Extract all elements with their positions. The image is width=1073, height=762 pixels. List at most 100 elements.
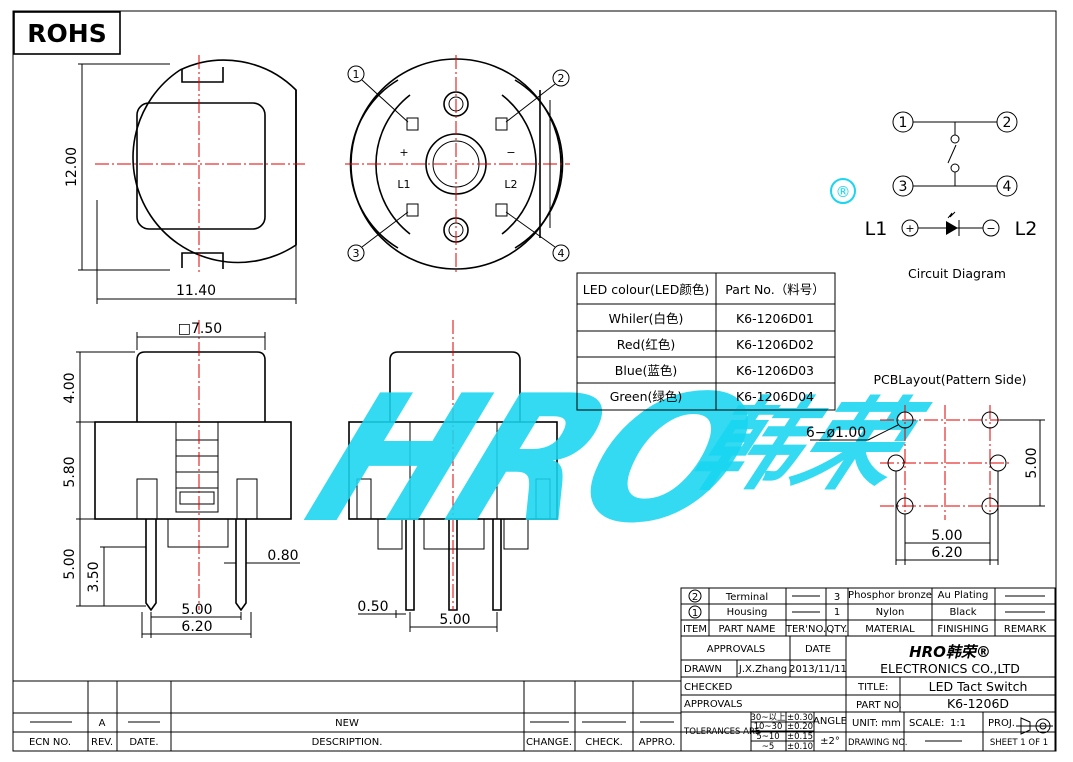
tb-drawn-date: 2013/11/11 (789, 664, 847, 675)
colour-row-4-part: K6-1206D04 (736, 389, 814, 404)
circuit-l2: L2 (1015, 218, 1038, 240)
bom-material-housing: Nylon (876, 607, 905, 618)
dim-0-80: 0.80 (267, 548, 298, 564)
tb-title-label: TITLE: (857, 682, 888, 693)
tb-checked: CHECKED (684, 682, 733, 693)
watermark-brand: HRO (283, 358, 778, 562)
dim-5-00-a: 5.00 (181, 602, 212, 618)
dim-6-20-a: 6.20 (181, 619, 212, 635)
tb-proj: PROJ. (988, 718, 1015, 729)
tb-tol-range-1: 30~以上 (751, 713, 786, 723)
colour-row-3: Blue(蓝色) (615, 363, 677, 378)
bom-h-part: PART NAME (718, 624, 775, 635)
bom-h-item: ITEM (683, 624, 707, 635)
bom-h-qty: QTY. (826, 624, 847, 635)
watermark-reg: ® (836, 183, 851, 201)
colour-table-header-colour: LED colour(LED颜色) (583, 282, 709, 297)
rohs-label: ROHS (27, 19, 106, 48)
tb-angle: ANGLE (813, 716, 847, 727)
tb-date: DATE (805, 644, 831, 655)
bom-part-terminal: Terminal (725, 592, 768, 603)
led-l2-label: L2 (504, 178, 517, 191)
tb-tol-range-3: 5~10 (756, 732, 779, 742)
colour-row-1-part: K6-1206D01 (736, 311, 814, 326)
colour-table-header-partno: Part No.（料号） (725, 282, 824, 297)
dim-width-11-40: 11.40 (176, 283, 216, 299)
rev-h-description: DESCRIPTION. (312, 737, 383, 748)
led-plus: + (399, 146, 408, 159)
colour-row-2: Red(红色) (617, 337, 676, 352)
tb-drawing-no: DRAWING NO. (848, 738, 907, 748)
rev-h-check: CHECK. (585, 737, 623, 748)
side-view-left: □7.50 4.00 5.80 5.00 3.50 0.80 5.00 6.20 (62, 320, 300, 638)
tb-angle-val: ±2° (820, 736, 840, 747)
bom-h-finishing: FINISHING (937, 624, 988, 635)
tb-company-logo: HRO韩荣® (909, 643, 991, 661)
top-view-left: 12.00 11.40 (64, 55, 305, 304)
led-minus: − (506, 146, 515, 159)
tb-tol-val-3: ±0.15 (787, 732, 813, 742)
colour-row-1: Whiler(白色) (609, 311, 684, 326)
bom-qty-terminal: 3 (834, 592, 840, 603)
bom-h-remark: REMARK (1004, 624, 1047, 635)
rev-h-appro: APPRO. (639, 737, 676, 748)
callout-4: 4 (558, 247, 565, 260)
bom-finish-terminal: Au Plating (938, 590, 989, 601)
bom-qty-housing: 1 (834, 607, 840, 618)
rev-h-ecn: ECN NO. (29, 737, 71, 748)
tb-partno: K6-1206D (947, 696, 1009, 711)
rev-h-date: DATE. (129, 737, 158, 748)
tb-title: LED Tact Switch (929, 679, 1028, 694)
bom-part-housing: Housing (727, 607, 768, 618)
pcb-hole-dim: 6−ø1.00 (806, 425, 866, 441)
colour-row-2-part: K6-1206D02 (736, 337, 814, 352)
side-view-right: 0.50 5.00 (348, 320, 558, 632)
bom-item-2: 2 (692, 592, 698, 603)
callout-1: 1 (353, 68, 360, 81)
circuit-node-3: 3 (899, 179, 908, 195)
tb-tol-val-4: ±0.10 (787, 742, 813, 752)
tb-tol-range-2: 10~30 (754, 722, 783, 732)
led-colour-table: LED colour(LED颜色) Part No.（料号） Whiler(白色… (576, 272, 836, 411)
top-view-right: + − L1 L2 1 2 3 4 (345, 55, 570, 275)
tb-sheet: SHEET 1 OF 1 (990, 738, 1048, 748)
tb-approvals-2: APPROVALS (684, 699, 743, 710)
circuit-node-1: 1 (899, 115, 908, 131)
circuit-title: Circuit Diagram (908, 266, 1006, 281)
tb-company: ELECTRONICS CO.,LTD (880, 661, 1020, 676)
svg-text:−: − (986, 222, 995, 235)
circuit-node-4: 4 (1003, 179, 1012, 195)
title-block: APPROVALS DATE DRAWN J.X.Zhang 2013/11/1… (680, 635, 1056, 752)
dim-0-50: 0.50 (357, 599, 388, 615)
pcb-title: PCBLayout(Pattern Side) (873, 372, 1026, 387)
pcb-layout: PCBLayout(Pattern Side) 6−ø1.00 5.00 5.0… (806, 372, 1045, 565)
drawing-border (12, 10, 1057, 752)
rev-description: NEW (335, 718, 359, 729)
tb-drawn-by: J.X.Zhang (738, 664, 787, 675)
dim-square-7-50: □7.50 (178, 321, 222, 337)
tb-drawn: DRAWN (684, 664, 722, 675)
watermark-reg-circle (830, 178, 856, 204)
svg-text:+: + (905, 222, 914, 235)
led-l1-label: L1 (397, 178, 410, 191)
tb-approvals: APPROVALS (707, 644, 766, 655)
colour-row-3-part: K6-1206D03 (736, 363, 814, 378)
dim-height-12: 12.00 (64, 147, 80, 187)
bom-item-1: 1 (692, 608, 698, 619)
projection-symbol-icon (1016, 717, 1053, 735)
dim-5-00-v: 5.00 (62, 548, 78, 579)
pcb-dim-5-00: 5.00 (931, 528, 962, 544)
bom-table: 2 Terminal 3 Phosphor bronze Au Plating … (680, 587, 1056, 637)
bom-h-terno: TER'NO. (785, 624, 826, 635)
rohs-box (13, 11, 121, 55)
dim-3-50: 3.50 (86, 561, 102, 592)
rev-h-change: CHANGE. (526, 737, 572, 748)
tb-scale: 1:1 (950, 718, 966, 729)
pcb-dim-6-20: 6.20 (931, 545, 962, 561)
rev-h-rev: REV. (91, 737, 113, 748)
tb-tol-val-1: ±0.30 (787, 713, 813, 723)
circuit-diagram: 1 2 3 4 L1 + − L2 Circuit Diagram (865, 111, 1038, 281)
circuit-node-2: 2 (1003, 115, 1012, 131)
dim-5-80: 5.80 (62, 456, 78, 487)
tb-scale-label: SCALE: (909, 718, 944, 729)
